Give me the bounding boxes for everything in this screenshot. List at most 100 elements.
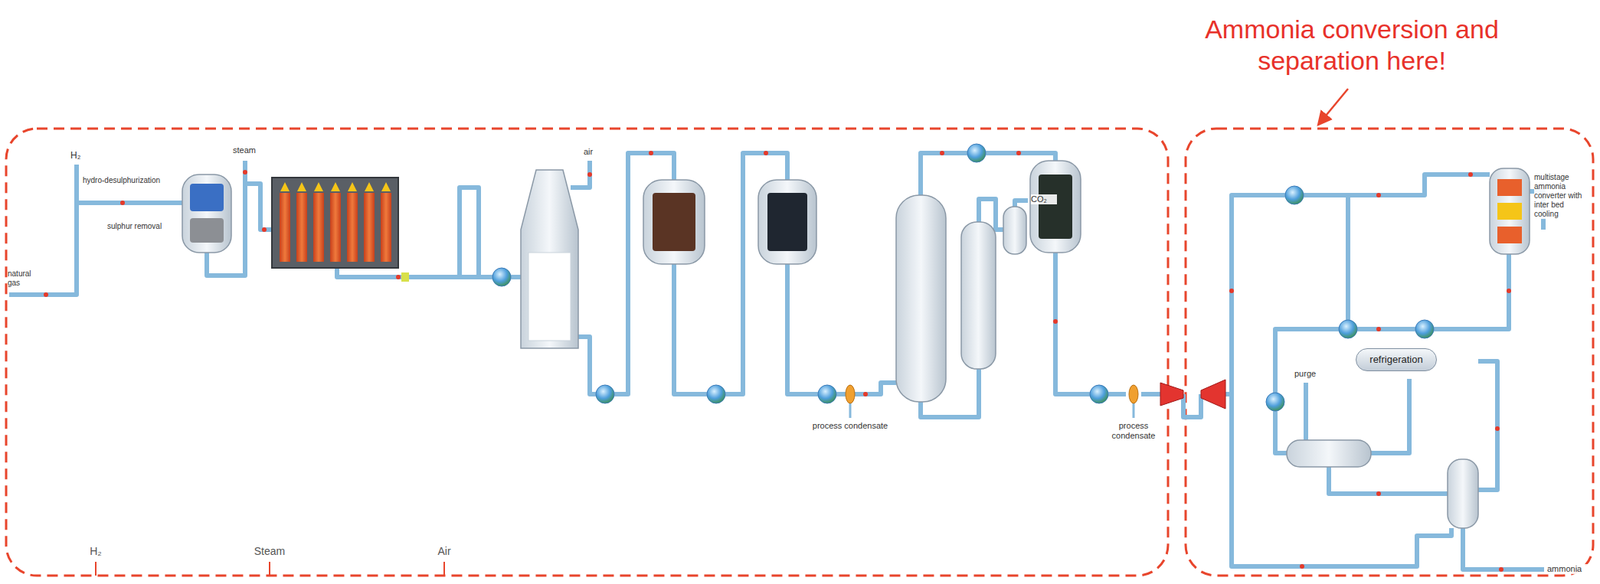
flow-marker bbox=[43, 292, 49, 298]
flow-marker bbox=[1053, 319, 1058, 324]
stream-label: process condensate bbox=[1103, 421, 1164, 442]
heat-exchanger bbox=[1338, 320, 1358, 339]
drain-line bbox=[1132, 403, 1136, 419]
pipe bbox=[1370, 379, 1410, 454]
pipe bbox=[578, 337, 596, 395]
equipment-label: sulphur removal bbox=[107, 222, 180, 232]
primary-reformer bbox=[280, 182, 391, 192]
heat-exchanger bbox=[595, 385, 615, 404]
heat-exchanger bbox=[817, 385, 837, 404]
secondary-reformer bbox=[528, 252, 571, 341]
ammonia-converter bbox=[1489, 168, 1530, 255]
flow-marker bbox=[1376, 491, 1381, 497]
pipe bbox=[920, 153, 968, 196]
shift-vessel bbox=[643, 179, 705, 265]
region-outline bbox=[6, 128, 1169, 576]
pipe bbox=[1231, 394, 1452, 567]
ammonia-separator bbox=[1286, 440, 1371, 468]
heat-exchanger bbox=[1415, 320, 1434, 339]
ammonia-converter bbox=[1497, 226, 1522, 244]
ammonia-separator bbox=[1286, 440, 1479, 529]
primary-reformer bbox=[271, 177, 399, 269]
secondary-reformer bbox=[520, 170, 579, 349]
flow-marker bbox=[1299, 564, 1305, 570]
heat-exchanger bbox=[1266, 392, 1285, 412]
flow-marker bbox=[120, 200, 125, 206]
flow-marker bbox=[1506, 288, 1512, 294]
axis-label: Steam bbox=[246, 545, 293, 559]
shift-vessel bbox=[652, 193, 696, 252]
shift-vessel bbox=[643, 160, 1081, 265]
pipe bbox=[510, 274, 521, 280]
secondary-reformer bbox=[520, 170, 579, 349]
tick-mark bbox=[94, 562, 97, 576]
stream-label: process condensate bbox=[811, 421, 889, 432]
pipe bbox=[1345, 195, 1351, 321]
primary-reformer bbox=[330, 193, 341, 262]
flow-marker bbox=[863, 392, 868, 397]
flow-marker bbox=[43, 150, 1512, 573]
flow-marker bbox=[939, 150, 945, 156]
valve-symbol bbox=[401, 272, 409, 282]
region-outline bbox=[6, 128, 1594, 576]
stream-label: H₂ bbox=[70, 150, 94, 161]
desulphurization-vessel bbox=[189, 183, 224, 212]
flow-marker bbox=[395, 274, 401, 280]
heat-exchanger bbox=[492, 143, 1434, 412]
heat-exchanger bbox=[1089, 385, 1109, 404]
pipe bbox=[1478, 361, 1498, 491]
drain-line bbox=[850, 403, 1134, 419]
co2-absorber bbox=[896, 195, 1027, 403]
primary-reformer bbox=[271, 177, 399, 269]
stream-label: ammonia bbox=[1547, 564, 1591, 575]
condensate-separator bbox=[1128, 385, 1139, 404]
pipe bbox=[1141, 392, 1161, 397]
condensate-separator bbox=[845, 385, 855, 404]
flow-marker bbox=[1229, 288, 1234, 294]
callout-text: Ammonia conversion and separation here! bbox=[1202, 13, 1502, 77]
flow-marker bbox=[1498, 567, 1504, 573]
stream-label: natural gas bbox=[7, 269, 43, 288]
refrigeration-unit: refrigeration bbox=[1355, 348, 1437, 372]
shift-vessel bbox=[758, 179, 817, 265]
pipe bbox=[836, 392, 846, 397]
primary-reformer bbox=[279, 193, 291, 262]
ammonia-separator bbox=[1447, 459, 1479, 529]
axis-label: H₂ bbox=[80, 545, 112, 559]
primary-reformer bbox=[296, 193, 308, 262]
compressor bbox=[1200, 379, 1226, 409]
stream-label: steam bbox=[232, 145, 272, 156]
pipe bbox=[1303, 174, 1490, 196]
pipe bbox=[1328, 467, 1448, 495]
pipe bbox=[242, 160, 248, 184]
shift-vessel bbox=[767, 193, 808, 252]
pipe bbox=[1014, 200, 1028, 207]
pipe bbox=[1108, 392, 1126, 397]
flow-marker bbox=[1468, 172, 1473, 177]
flow-marker bbox=[763, 150, 769, 156]
stream-label: purge bbox=[1294, 369, 1326, 380]
flow-marker bbox=[242, 170, 248, 175]
stream-label: air bbox=[583, 147, 607, 158]
co2-absorber bbox=[896, 195, 946, 403]
heat-exchanger bbox=[967, 143, 986, 163]
region-outline bbox=[1185, 128, 1594, 576]
pipe bbox=[1055, 252, 1090, 395]
flow-marker bbox=[1495, 426, 1500, 432]
pipe bbox=[787, 264, 818, 395]
desulphurization-vessel bbox=[189, 218, 224, 243]
axis-label: Air bbox=[428, 545, 460, 559]
stream-label: CO₂ bbox=[1030, 194, 1057, 205]
flow-marker bbox=[261, 227, 267, 233]
co2-absorber bbox=[1003, 206, 1027, 255]
primary-reformer bbox=[363, 193, 375, 262]
primary-reformer bbox=[380, 193, 392, 262]
ammonia-converter bbox=[1497, 202, 1522, 220]
condensate-separator bbox=[845, 385, 1139, 404]
flow-marker bbox=[648, 150, 654, 156]
ammonia-converter bbox=[1489, 168, 1530, 255]
tick-mark bbox=[443, 562, 445, 576]
flow-marker bbox=[1376, 193, 1381, 198]
